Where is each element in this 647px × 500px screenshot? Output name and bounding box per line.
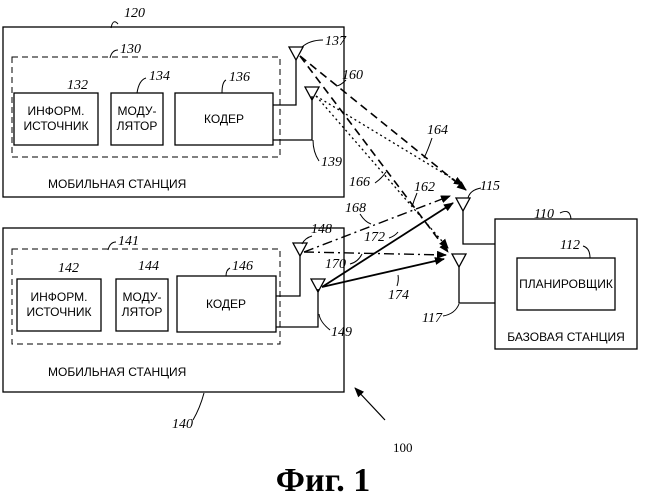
antenna-icon: [456, 198, 470, 211]
ref-141: 141: [118, 234, 139, 249]
ref-110: 110: [534, 207, 554, 222]
system-ref: 100: [355, 388, 413, 455]
modulator-line2: ЛЯТОР: [117, 119, 158, 133]
ref-134: 134: [149, 69, 170, 84]
figure-caption: Фиг. 1: [276, 462, 370, 499]
ref-100: 100: [393, 440, 413, 455]
ref-115: 115: [480, 179, 500, 194]
ref-120: 120: [124, 6, 145, 21]
ref-117: 117: [422, 311, 443, 326]
ref-130: 130: [120, 42, 141, 57]
mobile-station-2-caption: МОБИЛЬНАЯ СТАНЦИЯ: [48, 365, 186, 379]
ref-146: 146: [232, 259, 253, 274]
info-source-line1: ИНФОРМ.: [31, 290, 88, 304]
antenna-icon: [293, 243, 307, 256]
link-164: [316, 96, 463, 185]
info-source-line2: ИСТОЧНИК: [23, 119, 88, 133]
label-164: 164: [427, 123, 448, 138]
ref-112: 112: [560, 238, 580, 253]
antenna-icon: [452, 254, 466, 267]
wireless-links: 160 164 166 162 168 172 170 174: [300, 56, 466, 303]
info-source-line1: ИНФОРМ.: [28, 104, 85, 118]
mobile-station-2: ИНФОРМ. ИСТОЧНИК МОДУ- ЛЯТОР КОДЕР 141 1…: [3, 222, 352, 432]
info-source-line2: ИСТОЧНИК: [26, 305, 91, 319]
label-162: 162: [414, 180, 435, 195]
link-172: [322, 203, 453, 287]
base-station-caption: БАЗОВАЯ СТАНЦИЯ: [507, 330, 625, 344]
ref-132: 132: [67, 78, 88, 93]
scheduler-label: ПЛАНИРОВЩИК: [519, 277, 613, 291]
ref-140: 140: [172, 417, 193, 432]
label-168: 168: [345, 201, 366, 216]
modulator-line2: ЛЯТОР: [122, 305, 163, 319]
ref-148: 148: [311, 222, 332, 237]
base-station: ПЛАНИРОВЩИК БАЗОВАЯ СТАНЦИЯ 110 112 115 …: [422, 179, 637, 349]
ref-137: 137: [325, 34, 347, 49]
ref-142: 142: [58, 261, 79, 276]
mobile-station-1-caption: МОБИЛЬНАЯ СТАНЦИЯ: [48, 177, 186, 191]
ref-139: 139: [321, 155, 342, 170]
ref-136: 136: [229, 70, 250, 85]
label-170: 170: [325, 257, 346, 272]
link-166: [316, 96, 448, 248]
mobile-station-1: ИНФОРМ. ИСТОЧНИК МОДУ- ЛЯТОР КОДЕР 120 1…: [3, 6, 347, 197]
modulator-line1: МОДУ-: [118, 104, 157, 118]
label-166: 166: [349, 175, 370, 190]
coder-label: КОДЕР: [206, 297, 246, 311]
coder-label: КОДЕР: [204, 112, 244, 126]
label-174: 174: [388, 288, 409, 303]
ref-144: 144: [138, 259, 159, 274]
ref-149: 149: [331, 325, 352, 340]
label-172: 172: [364, 230, 385, 245]
modulator-line1: МОДУ-: [123, 290, 162, 304]
